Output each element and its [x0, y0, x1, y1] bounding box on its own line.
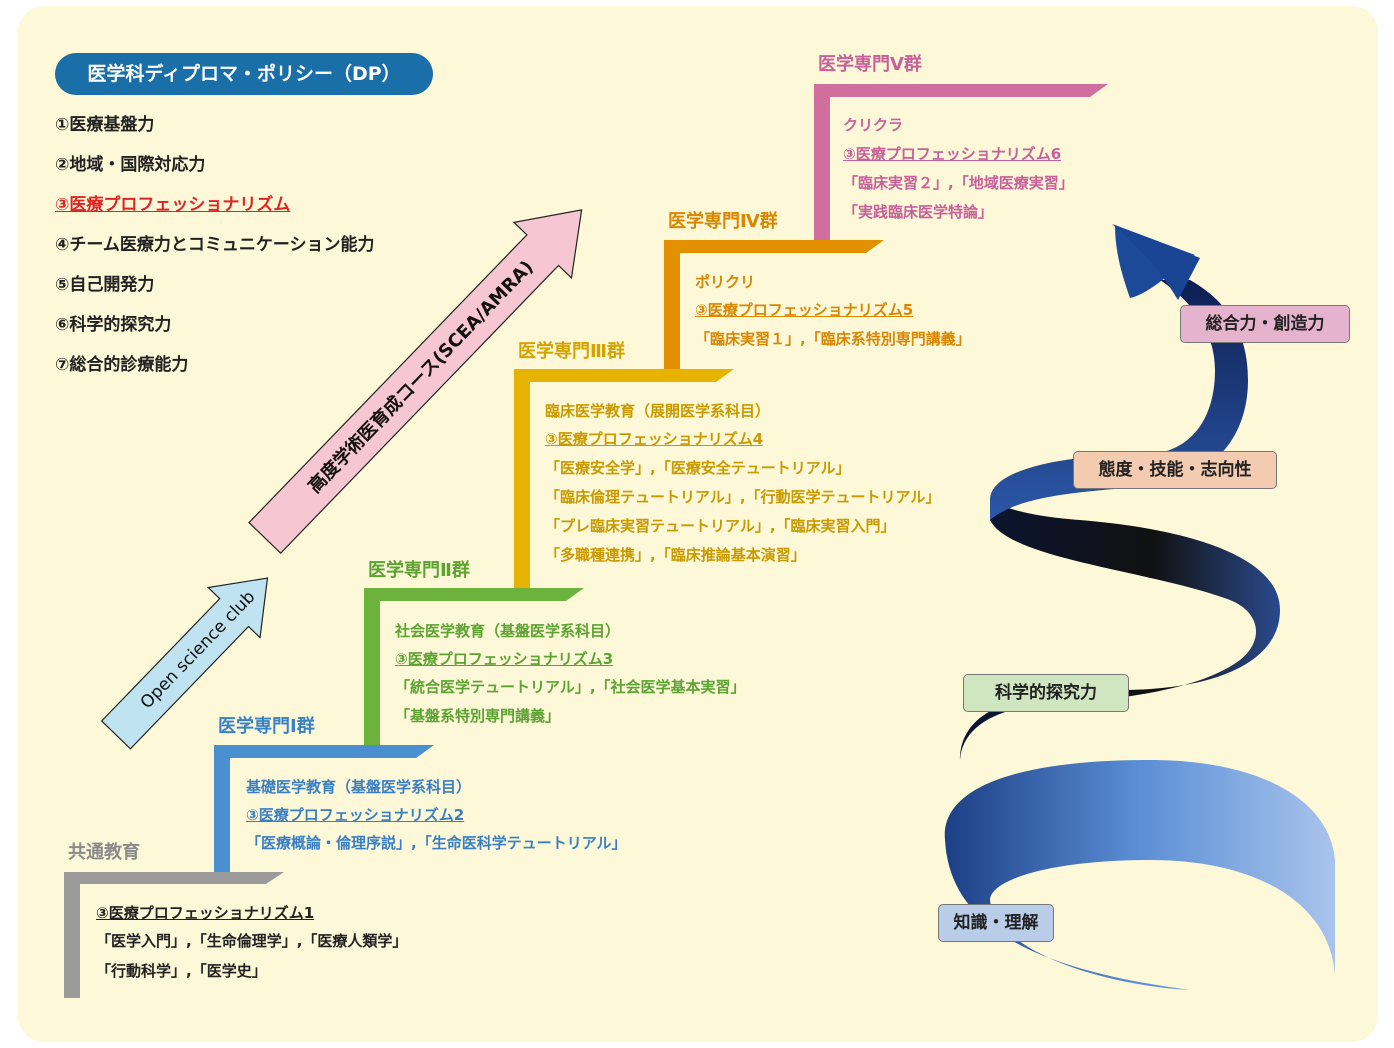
g5-title: 医学専門Ⅴ群	[818, 54, 922, 75]
g5-subject: クリクラ	[843, 116, 904, 134]
g5-line-2: 「実践臨床医学特論」	[843, 203, 994, 221]
common-title: 共通教育	[68, 842, 140, 863]
g4-title: 医学専門Ⅳ群	[668, 211, 778, 232]
g5-pro: ③医療プロフェッショナリズム6	[843, 145, 1062, 163]
open-science-arrow	[100, 577, 269, 750]
g5-line-1: 「臨床実習２」,「地域医療実習」	[843, 174, 1074, 192]
spiral-label-inquiry: 科学的探究力	[963, 674, 1129, 712]
dp-item-5: ⑤自己開発力	[55, 275, 155, 295]
g2-line-1: 「統合医学テュートリアル」,「社会医学基本実習」	[395, 678, 746, 696]
g4-pro: ③医療プロフェッショナリズム5	[695, 301, 914, 319]
background-panel	[18, 6, 1378, 1042]
g2-subject: 社会医学教育（基盤医学系科目）	[395, 622, 621, 640]
g4-subject: ポリクリ	[695, 273, 756, 291]
g3-title: 医学専門Ⅲ群	[518, 341, 626, 362]
g3-line-2: 「臨床倫理テュートリアル」,「行動医学テュートリアル」	[545, 488, 941, 506]
dp-item-4: ④チーム医療力とコミュニケーション能力	[55, 235, 375, 255]
dp-item-2: ②地域・国際対応力	[55, 155, 206, 175]
step-g1	[214, 745, 434, 872]
g1-title: 医学専門Ⅰ群	[218, 716, 315, 737]
g4-line-1: 「臨床実習１」,「臨床系特別専門講義」	[695, 330, 971, 348]
g2-line-2: 「基盤系特別専門講義」	[395, 707, 561, 725]
g2-title: 医学専門Ⅱ群	[368, 560, 470, 581]
common-pro: ③医療プロフェッショナリズム1	[96, 904, 315, 922]
spiral-label-attitude: 態度・技能・志向性	[1073, 451, 1277, 489]
common-line-2: 「行動科学」,「医学史」	[96, 962, 267, 980]
step-g4	[664, 240, 884, 369]
g3-line-1: 「医療安全学」,「医療安全テュートリアル」	[545, 459, 851, 477]
spiral-label-creativity: 総合力・創造力	[1180, 305, 1350, 343]
dp-title: 医学科ディプロマ・ポリシー（DP）	[55, 53, 433, 95]
g3-line-3: 「プレ臨床実習テュートリアル」,「臨床実習入門」	[545, 517, 896, 535]
dp-item-1: ①医療基盤力	[55, 115, 155, 135]
g1-line-1: 「医療概論・倫理序説」,「生命医科学テュートリアル」	[246, 834, 627, 852]
advanced-course-arrow	[248, 209, 583, 555]
g3-pro: ③医療プロフェッショナリズム4	[545, 430, 764, 448]
g1-pro: ③医療プロフェッショナリズム2	[246, 806, 465, 824]
dp-item-6: ⑥科学的探究力	[55, 315, 172, 335]
common-line-1: 「医学入門」,「生命倫理学」,「医療人類学」	[96, 932, 408, 950]
g3-line-4: 「多職種連携」,「臨床推論基本演習」	[545, 546, 806, 564]
g1-subject: 基礎医学教育（基盤医学系科目）	[246, 778, 472, 796]
spiral-label-knowledge: 知識・理解	[938, 904, 1054, 942]
dp-item-7: ⑦総合的診療能力	[55, 355, 189, 375]
g3-subject: 臨床医学教育（展開医学系科目）	[545, 402, 771, 420]
dp-item-3: ③医療プロフェッショナリズム	[55, 195, 291, 215]
g2-pro: ③医療プロフェッショナリズム3	[395, 650, 614, 668]
